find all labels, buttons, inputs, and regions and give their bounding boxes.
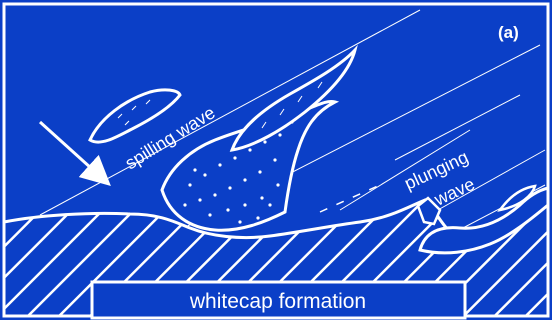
panel-label: (a) xyxy=(498,23,519,42)
caption-text: whitecap formation xyxy=(189,290,366,313)
